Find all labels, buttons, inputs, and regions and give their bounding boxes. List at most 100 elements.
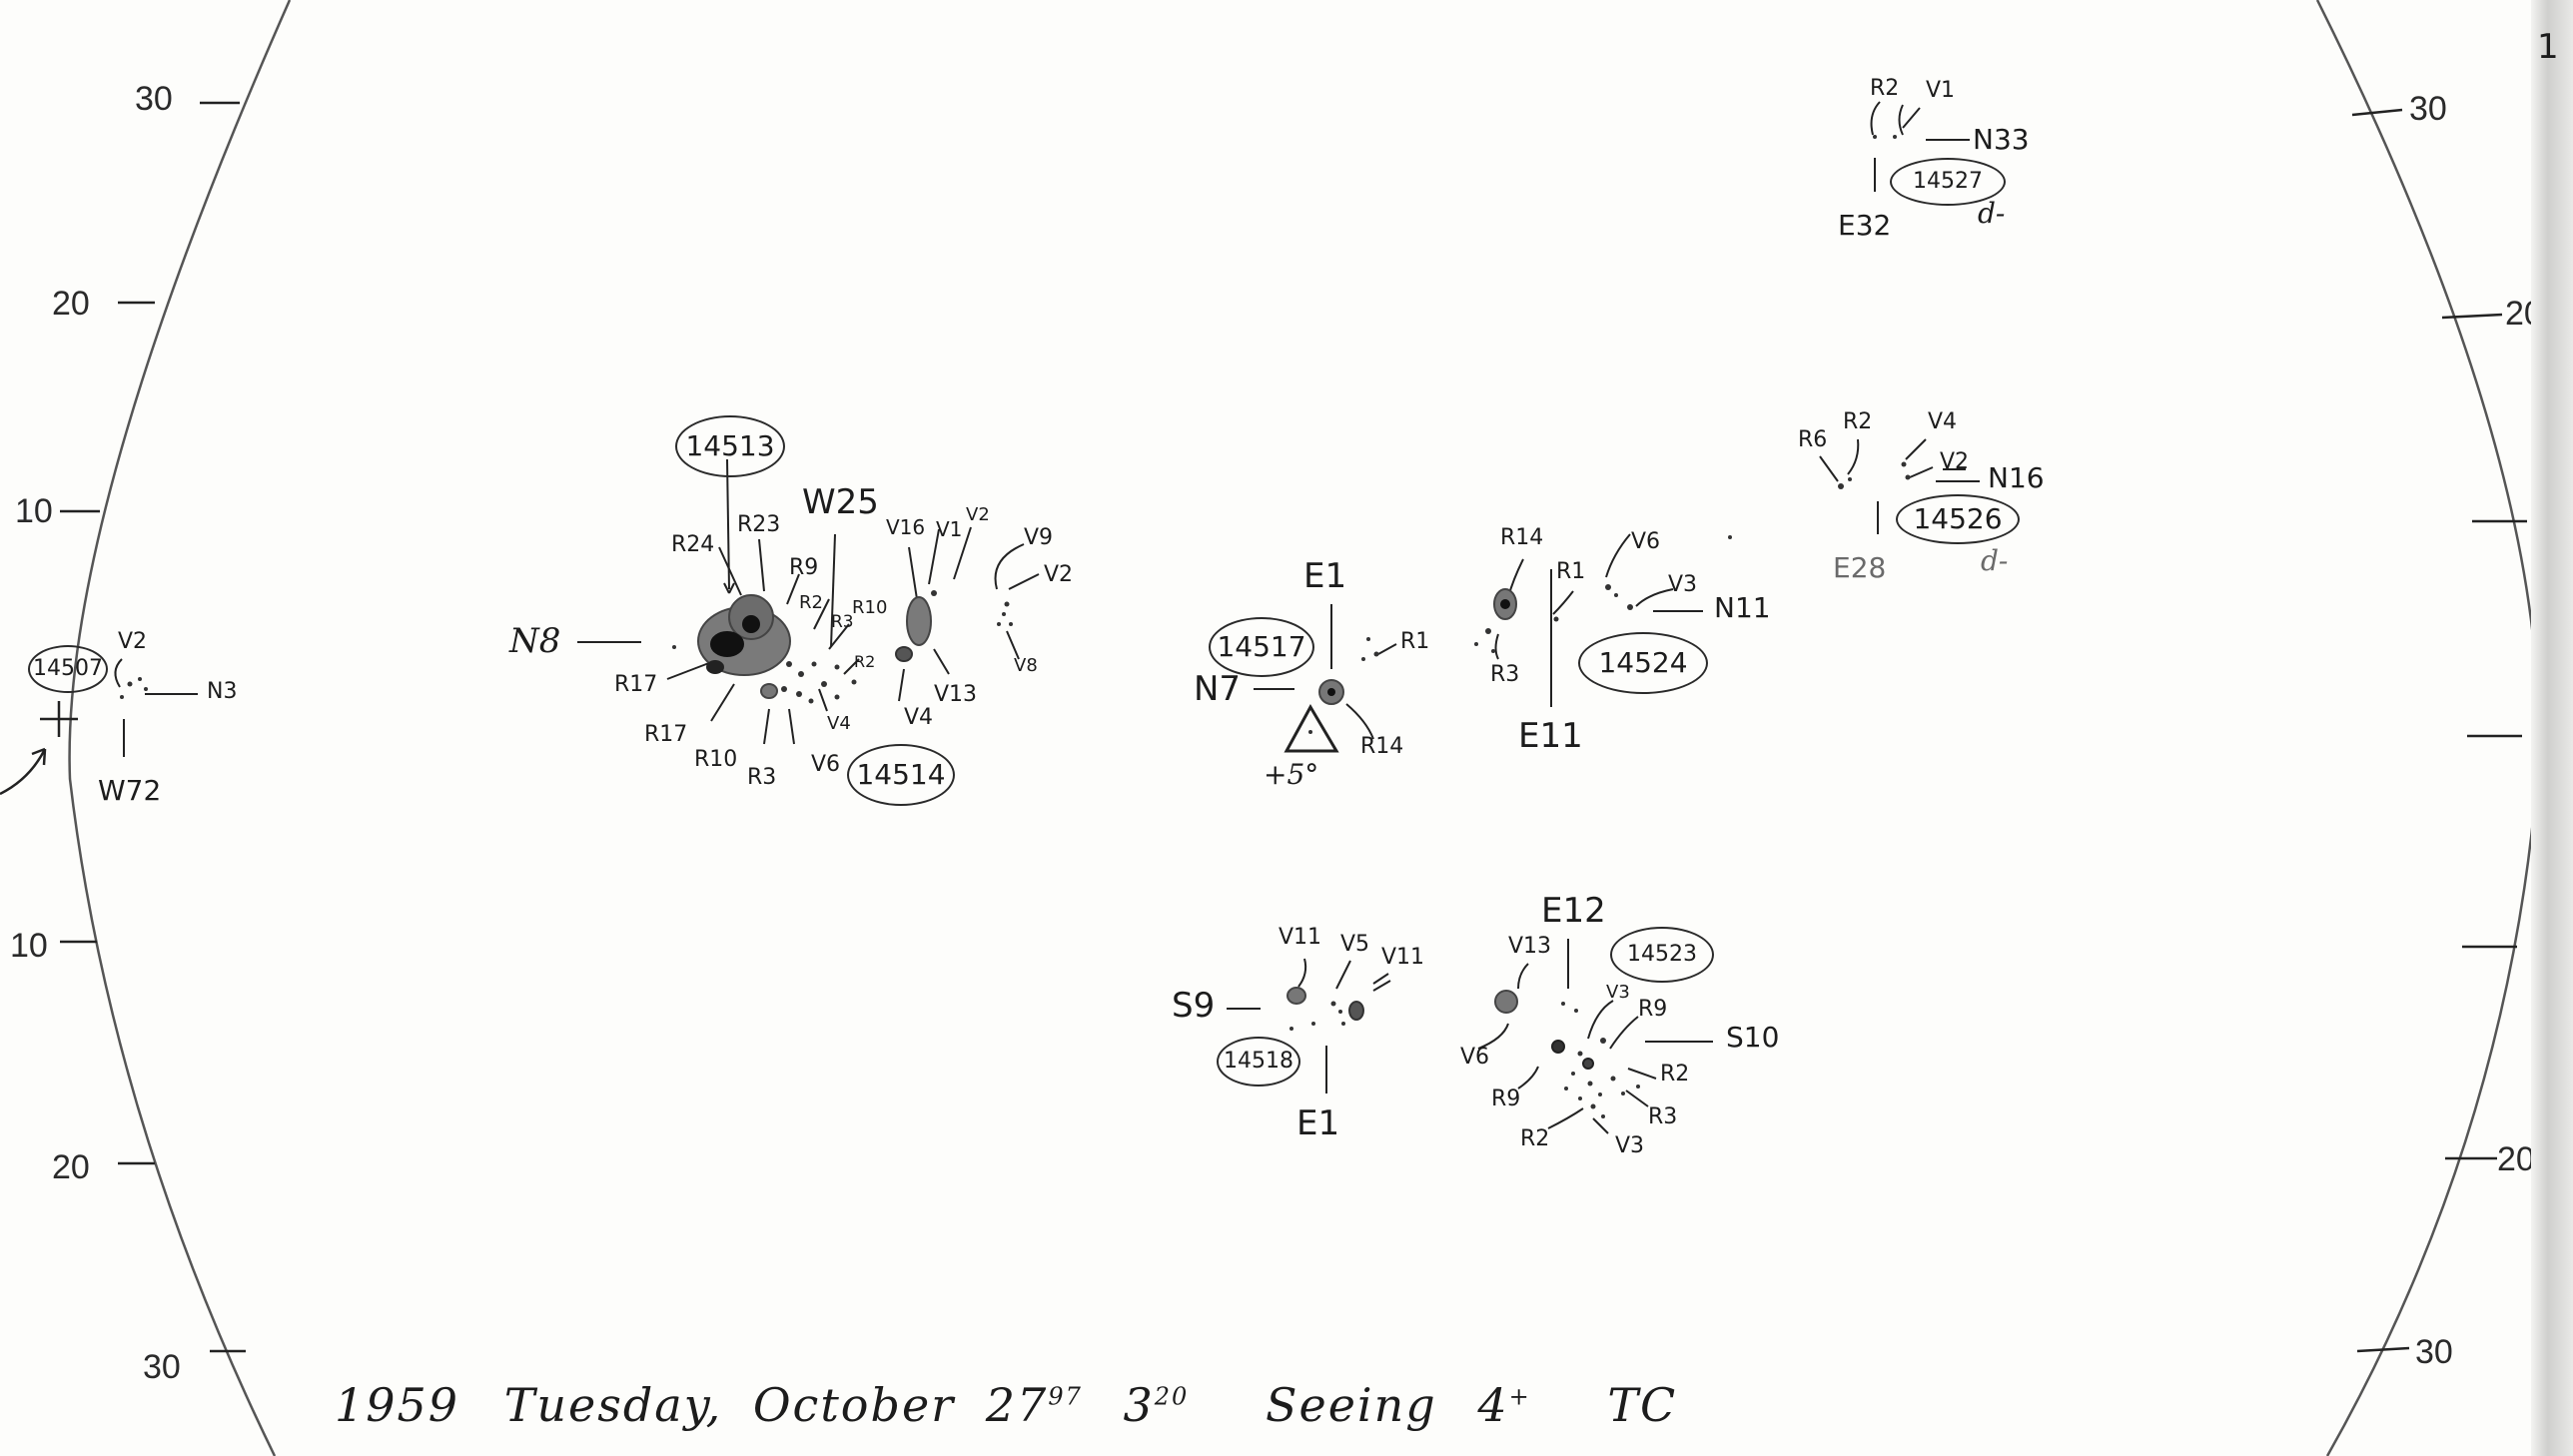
spot-label: V1 [936, 517, 963, 541]
spot-label: R2 [1843, 409, 1873, 434]
spot-label: V2 [966, 504, 990, 525]
spot-label: V3 [1668, 572, 1698, 597]
spot-label: R2 [1520, 1126, 1550, 1151]
position-label: N11 [1714, 591, 1771, 624]
classification-mark: d- [1978, 197, 2006, 230]
position-label: N7 [1194, 669, 1242, 709]
spot-label: V2 [1940, 449, 1970, 474]
spot-label: V13 [934, 682, 978, 707]
region-oval-14526: 14526 [1896, 494, 2020, 544]
position-label: N16 [1988, 461, 2045, 494]
position-label: E12 [1541, 891, 1606, 931]
spot-label: R2 [799, 592, 823, 613]
region-oval-14517: 14517 [1209, 617, 1314, 677]
spot-label: V5 [1340, 932, 1370, 957]
spot-label: R2 [1660, 1062, 1690, 1087]
spot-label: V9 [1024, 525, 1054, 550]
spot-label: R6 [1798, 427, 1828, 452]
footer-day-sup: 97 [1048, 1382, 1083, 1411]
footer-seeing-value: 4 [1477, 1378, 1509, 1432]
spot-label: R1 [1400, 629, 1430, 654]
tick-label-right-30-bottom: 30 [2415, 1333, 2453, 1371]
region-number: 14524 [1598, 646, 1688, 679]
spot-label: V6 [1631, 529, 1661, 554]
spot-label: R23 [737, 512, 781, 537]
tick-label-left-20-top: 20 [52, 285, 90, 323]
spot-label: V3 [1615, 1133, 1645, 1158]
region-oval-14518: 14518 [1217, 1037, 1300, 1087]
spot-label: V13 [1508, 934, 1552, 959]
spot-label: V6 [811, 752, 841, 777]
position-label: N33 [1973, 123, 2030, 156]
region-number: 14517 [1217, 630, 1306, 663]
spot-label: R3 [831, 612, 854, 632]
region-number: 14514 [856, 758, 946, 791]
spot-label: R3 [1648, 1104, 1678, 1129]
position-label: E1 [1296, 1103, 1340, 1143]
spot-label: V11 [1381, 945, 1425, 970]
footer-seeing-sup: + [1508, 1382, 1531, 1411]
spot-label: R14 [1500, 525, 1544, 550]
position-label: N3 [207, 679, 238, 704]
tick-label-left-10-top: 10 [15, 492, 53, 530]
spot-label: V8 [1014, 655, 1038, 676]
classification-mark: d- [1981, 544, 2009, 577]
footer-month: October [752, 1378, 956, 1432]
spot-label: V2 [118, 629, 148, 654]
tick-label-right-20-bottom: 20 [2497, 1140, 2535, 1178]
tick-label-right-30-top: 30 [2409, 90, 2447, 128]
region-oval-14507: 14507 [28, 645, 108, 693]
region-oval-14513: 14513 [675, 415, 785, 477]
corner-mark: 1 [2537, 27, 2559, 67]
spot-label: V16 [886, 515, 926, 539]
region-number: 14526 [1913, 502, 2003, 535]
footer-seeing-label: Seeing [1265, 1378, 1437, 1432]
position-label: E32 [1838, 209, 1892, 242]
tick-label-left-10-bottom: 10 [10, 927, 48, 965]
spot-label: R10 [852, 597, 888, 618]
position-label: N8 [509, 621, 561, 661]
region-number: 14513 [685, 429, 775, 462]
latitude-annotation: +5° [1264, 758, 1319, 791]
spot-label: V4 [827, 713, 851, 734]
spot-label: V2 [1044, 562, 1074, 587]
spot-label: R24 [671, 532, 715, 557]
region-number: 14527 [1913, 169, 1983, 194]
region-number: 14523 [1627, 942, 1697, 967]
spot-label: V4 [1928, 409, 1958, 434]
tick-label-left-30-top: 30 [135, 80, 173, 118]
spot-label: V1 [1926, 78, 1956, 103]
spot-label: R9 [1491, 1087, 1521, 1111]
spot-label: R3 [747, 765, 777, 790]
spot-label: R9 [789, 555, 819, 580]
tick-label-left-20-bottom: 20 [52, 1148, 90, 1186]
spot-label: V6 [1460, 1045, 1490, 1070]
spot-label: R17 [644, 722, 688, 747]
position-label: W72 [98, 774, 162, 807]
footer-hour-sup: 20 [1154, 1382, 1190, 1411]
position-label: E1 [1303, 556, 1347, 596]
spot-label: R2 [1870, 76, 1900, 101]
tick-label-left-30-bottom: 30 [143, 1348, 181, 1386]
region-oval-14514: 14514 [847, 744, 955, 806]
spot-label: V3 [1606, 982, 1630, 1003]
observation-footer: 1959 Tuesday, October 2797 320 Seeing 4+… [335, 1378, 1677, 1432]
footer-year: 1959 [335, 1378, 460, 1432]
footer-hour: 3 [1123, 1378, 1155, 1432]
spot-label: R1 [1556, 559, 1586, 584]
spot-label: R17 [614, 672, 658, 697]
footer-day: 27 [985, 1378, 1049, 1432]
position-label: W25 [802, 482, 879, 522]
footer-weekday: Tuesday, [503, 1378, 723, 1432]
position-label: E28 [1833, 551, 1887, 584]
spot-label: V11 [1279, 925, 1322, 950]
footer-observer: TC [1607, 1378, 1678, 1432]
position-label: S10 [1726, 1021, 1780, 1054]
region-oval-14523: 14523 [1610, 927, 1714, 983]
paper-right-edge [2531, 0, 2573, 1456]
region-number: 14518 [1224, 1049, 1293, 1074]
spot-label: R10 [694, 747, 738, 772]
spot-label: V4 [904, 705, 934, 730]
